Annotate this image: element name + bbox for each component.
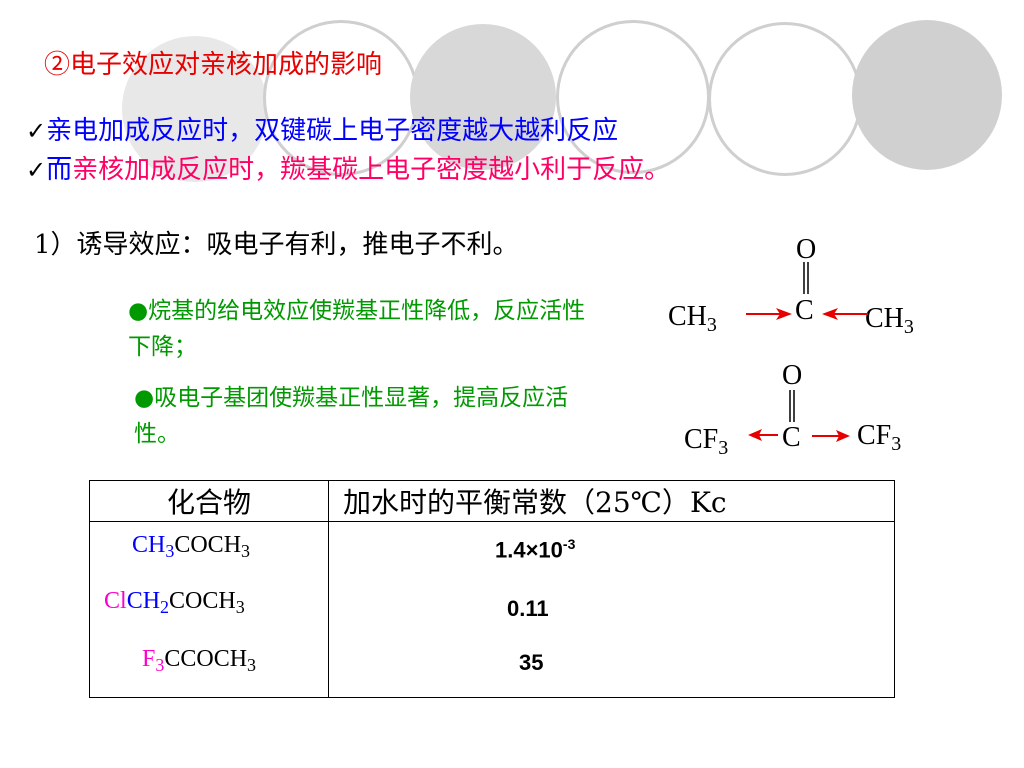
compound-subscript: 2 <box>160 597 170 617</box>
compound-trifluoroacetone: F3CCOCH3 <box>142 646 256 676</box>
header-kc-cell: 加水时的平衡常数（25℃）Kc <box>328 480 895 522</box>
mol2-right-arrow-icon <box>812 430 850 442</box>
compound-subscript: 3 <box>241 541 251 561</box>
header-kc: 加水时的平衡常数（25℃）Kc <box>343 486 727 519</box>
mol2-carbon: C <box>782 422 801 453</box>
kc-value: 1.4×10 <box>495 537 563 563</box>
mol1-left-arrow-icon <box>746 308 792 320</box>
check-icon: ✓ <box>26 117 47 145</box>
kc-exponent: -3 <box>562 536 576 552</box>
compound-subscript: 3 <box>235 597 245 617</box>
mol2-double-bond <box>789 390 795 422</box>
mol2-right-symbol: CF <box>857 420 892 451</box>
check-icon: ✓ <box>26 156 47 184</box>
compound-cell: CH3COCH3 ClCH2COCH3 F3CCOCH3 <box>89 521 329 698</box>
decor-circle-1 <box>122 36 268 182</box>
mol1-right-arrow-icon <box>822 308 868 320</box>
compound-part: Cl <box>104 588 127 614</box>
compound-part: COCH <box>169 588 236 614</box>
mol2-left-symbol: CF <box>684 424 719 455</box>
mol1-carbon: C <box>795 295 814 326</box>
decor-circle-6 <box>852 20 1002 170</box>
compound-subscript: 3 <box>247 655 257 675</box>
kc-chloroacetone: 0.11 <box>507 596 549 621</box>
compound-part: CH <box>132 532 166 558</box>
mol1-left-group: CH3 <box>668 301 717 337</box>
compound-part: CH <box>126 588 161 614</box>
compound-part: COCH <box>174 532 242 558</box>
line-electrophilic: ✓亲电加成反应时，双键碳上电子密度越大越利反应 <box>26 110 618 147</box>
bullet-icon: ● <box>134 385 155 411</box>
compound-subscript: 3 <box>155 655 165 675</box>
header-compound: 化合物 <box>166 486 251 519</box>
slide-title: ②电子效应对亲核加成的影响 <box>44 50 383 80</box>
mol2-left-subscript: 3 <box>718 437 729 459</box>
bullet-icon: ● <box>128 298 149 324</box>
line-nucleophilic: ✓而亲核加成反应时，羰基碳上电子密度越小利于反应。 <box>26 149 670 186</box>
mol1-right-group: CH3 <box>865 303 914 339</box>
line-nucleophilic-text: 亲核加成反应时，羰基碳上电子密度越小利于反应。 <box>72 155 671 185</box>
decor-circle-3 <box>410 24 556 170</box>
compound-subscript: 3 <box>165 541 175 561</box>
mol1-left-symbol: CH <box>668 301 707 332</box>
line-electrophilic-text: 亲电加成反应时，双键碳上电子密度越大越利反应 <box>46 116 619 146</box>
mol2-left-arrow-icon <box>748 429 778 441</box>
mol1-double-bond <box>803 262 809 294</box>
kc-acetone: 1.4×10-3 <box>495 536 575 563</box>
mol2-right-group: CF3 <box>857 420 901 456</box>
equilibrium-table: 化合物 加水时的平衡常数（25℃）Kc CH3COCH3 ClCH2COCH3 … <box>89 480 895 698</box>
bullet-alkyl-text: 烷基的给电效应使羰基正性降低，反应活性下降； <box>128 298 586 360</box>
mol1-oxygen: O <box>796 234 817 265</box>
table-row: CH3COCH3 ClCH2COCH3 F3CCOCH3 1.4×10-3 0.… <box>89 521 895 698</box>
point-inductive-effect: 1）诱导效应：吸电子有利，推电子不利。 <box>34 230 519 260</box>
mol1-left-subscript: 3 <box>706 314 717 336</box>
header-compound-cell: 化合物 <box>89 480 329 522</box>
decor-circle-5 <box>708 22 862 176</box>
compound-chloroacetone: ClCH2COCH3 <box>104 588 245 618</box>
compound-acetone: CH3COCH3 <box>132 532 250 562</box>
bullet-withdrawing-text: 吸电子基团使羰基正性显著，提高反应活性。 <box>134 385 569 447</box>
bullet-alkyl: ●烷基的给电效应使羰基正性降低，反应活性下降； <box>128 293 608 365</box>
mol1-right-subscript: 3 <box>903 316 914 338</box>
line-nucleophilic-prefix: 而 <box>46 155 73 185</box>
compound-part: F <box>142 646 156 672</box>
bullet-withdrawing: ●吸电子基团使羰基正性显著，提高反应活性。 <box>134 380 594 452</box>
mol2-oxygen: O <box>782 360 803 391</box>
mol1-right-symbol: CH <box>865 303 904 334</box>
table-header-row: 化合物 加水时的平衡常数（25℃）Kc <box>89 480 895 522</box>
mol2-right-subscript: 3 <box>891 433 902 455</box>
compound-part: CCOCH <box>164 646 248 672</box>
kc-trifluoroacetone: 35 <box>519 650 544 675</box>
kc-cell: 1.4×10-3 0.11 35 <box>329 522 895 698</box>
mol2-left-group: CF3 <box>684 424 728 460</box>
decor-circle-2 <box>263 20 419 176</box>
